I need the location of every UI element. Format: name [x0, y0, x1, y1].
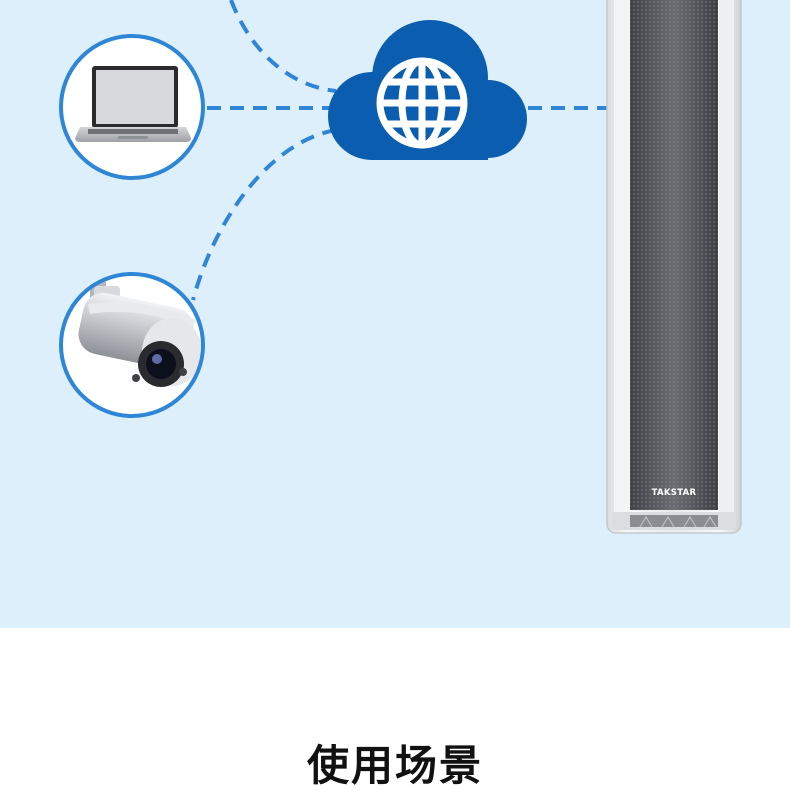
cloud-icon — [328, 20, 527, 160]
laptop-icon — [75, 66, 191, 142]
network-scene: TAKSTAR — [0, 0, 790, 628]
connector-cloud-to-camera — [191, 128, 337, 301]
cloud-globe-icon — [328, 20, 527, 160]
security-camera-icon — [78, 276, 201, 387]
speaker-brand-logo: TAKSTAR — [652, 488, 697, 498]
globe-icon — [376, 57, 468, 149]
laptop-node — [59, 34, 205, 180]
network-diagram: TAKSTAR — [59, 0, 742, 534]
speaker-right-bevel — [719, 0, 734, 512]
camera-node — [59, 272, 205, 418]
speaker-base-vent-marks — [639, 515, 717, 528]
speaker-left-bevel — [614, 0, 629, 512]
connector-top-curve — [229, 0, 337, 93]
connector-lines — [191, 0, 612, 301]
speaker-grille-texture — [630, 0, 718, 510]
speaker-base-vent — [630, 515, 718, 527]
column-speaker: TAKSTAR — [606, 0, 742, 534]
section-heading: 使用场景 — [306, 741, 483, 790]
